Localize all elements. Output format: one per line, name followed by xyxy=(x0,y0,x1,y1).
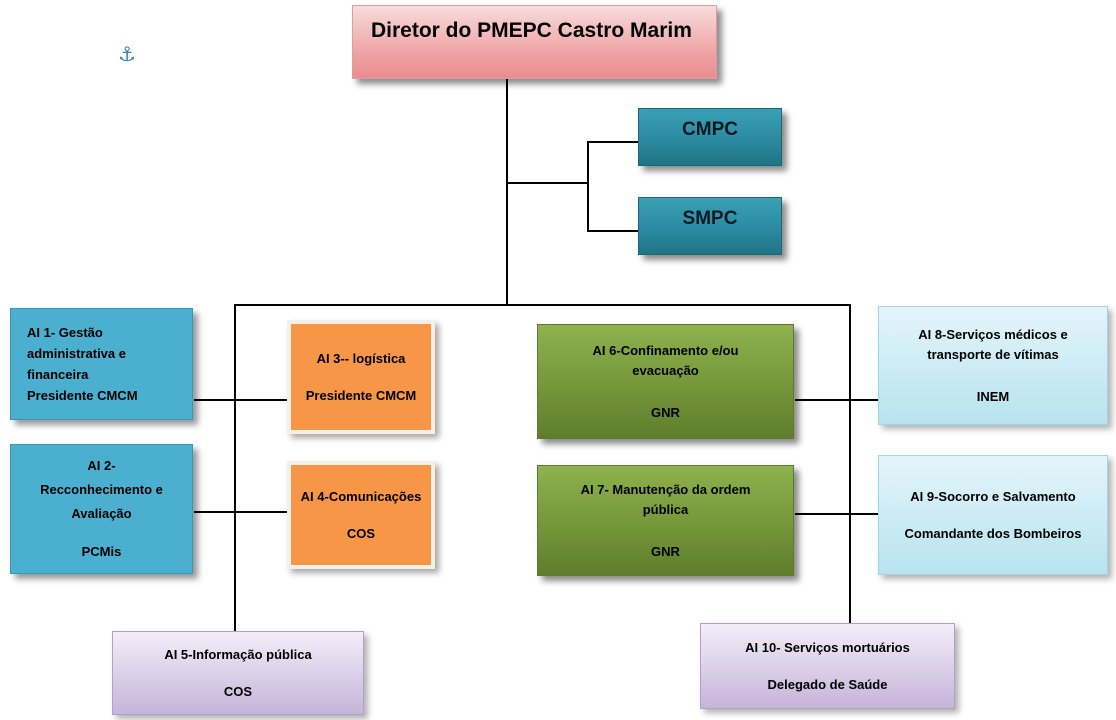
ai2-box: AI 2- Recconhecimento e Avaliação PCMis xyxy=(10,444,193,574)
ai1-box: AI 1- Gestão administrativa e financeira… xyxy=(10,308,193,420)
ai7-box: AI 7- Manutenção da ordem pública GNR xyxy=(537,465,794,576)
ai7-responsible: GNR xyxy=(651,543,680,559)
ai8-responsible: INEM xyxy=(976,388,1010,404)
ai6-line: AI 6-Confinamento e/ou xyxy=(592,342,739,358)
ai8-line: AI 8-Serviços médicos e xyxy=(918,326,1068,342)
connector-line xyxy=(587,230,639,232)
connector-line xyxy=(194,399,290,401)
ai8-box: AI 8-Serviços médicos e transporte de ví… xyxy=(878,306,1108,425)
connector-line xyxy=(795,399,879,401)
ai1-line: financeira xyxy=(27,367,89,382)
ai6-line: evacuação xyxy=(632,362,699,378)
ai8-line: transporte de vítimas xyxy=(927,346,1059,362)
ai9-title: AI 9-Socorro e Salvamento xyxy=(910,489,1076,504)
ai4-box: AI 4-Comunicações COS xyxy=(287,461,435,569)
connector-line xyxy=(849,304,851,624)
connector-line xyxy=(587,141,639,143)
director-label: Diretor do PMEPC Castro Marim xyxy=(371,19,692,42)
ai10-title: AI 10- Serviços mortuários xyxy=(745,640,910,655)
ai7-line: pública xyxy=(642,501,689,517)
anchor-icon: ⚓ xyxy=(118,42,136,66)
ai1-line: Presidente CMCM xyxy=(27,388,138,403)
ai3-responsible: Presidente CMCM xyxy=(305,388,417,403)
ai6-box: AI 6-Confinamento e/ou evacuação GNR xyxy=(537,324,794,439)
ai5-responsible: COS xyxy=(223,684,253,699)
director-box: Diretor do PMEPC Castro Marim xyxy=(352,5,717,79)
ai2-responsible: PCMis xyxy=(81,544,122,559)
ai10-responsible: Delegado de Saúde xyxy=(767,677,888,692)
ai2-line: AI 2- xyxy=(87,458,116,473)
cmpc-box: CMPC xyxy=(638,108,782,166)
ai1-line: AI 1- Gestão xyxy=(27,325,103,340)
ai4-title: AI 4-Comunicações xyxy=(300,489,422,504)
ai2-line: Avaliação xyxy=(71,506,132,521)
ai3-box: AI 3-- logística Presidente CMCM xyxy=(287,320,435,434)
ai6-responsible: GNR xyxy=(651,404,680,420)
cmpc-label: CMPC xyxy=(682,119,738,140)
ai3-title: AI 3-- logística xyxy=(316,351,406,366)
smpc-label: SMPC xyxy=(682,208,738,229)
connector-line xyxy=(234,304,851,306)
ai5-box: AI 5-Informação pública COS xyxy=(112,631,364,715)
ai5-title: AI 5-Informação pública xyxy=(164,647,312,662)
ai1-line: administrativa e xyxy=(27,346,126,361)
connector-line xyxy=(795,513,879,515)
ai2-line: Recconhecimento e xyxy=(40,482,163,497)
ai10-box: AI 10- Serviços mortuários Delegado de S… xyxy=(700,623,955,709)
ai9-responsible: Comandante dos Bombeiros xyxy=(904,526,1082,541)
ai9-box: AI 9-Socorro e Salvamento Comandante dos… xyxy=(878,455,1108,575)
connector-line xyxy=(234,304,236,631)
ai7-line: AI 7- Manutenção da ordem xyxy=(580,481,751,497)
connector-line xyxy=(587,141,589,232)
connector-line xyxy=(506,79,508,306)
connector-line xyxy=(506,182,588,184)
smpc-box: SMPC xyxy=(638,197,782,255)
connector-line xyxy=(194,511,290,513)
ai4-responsible: COS xyxy=(346,526,376,541)
